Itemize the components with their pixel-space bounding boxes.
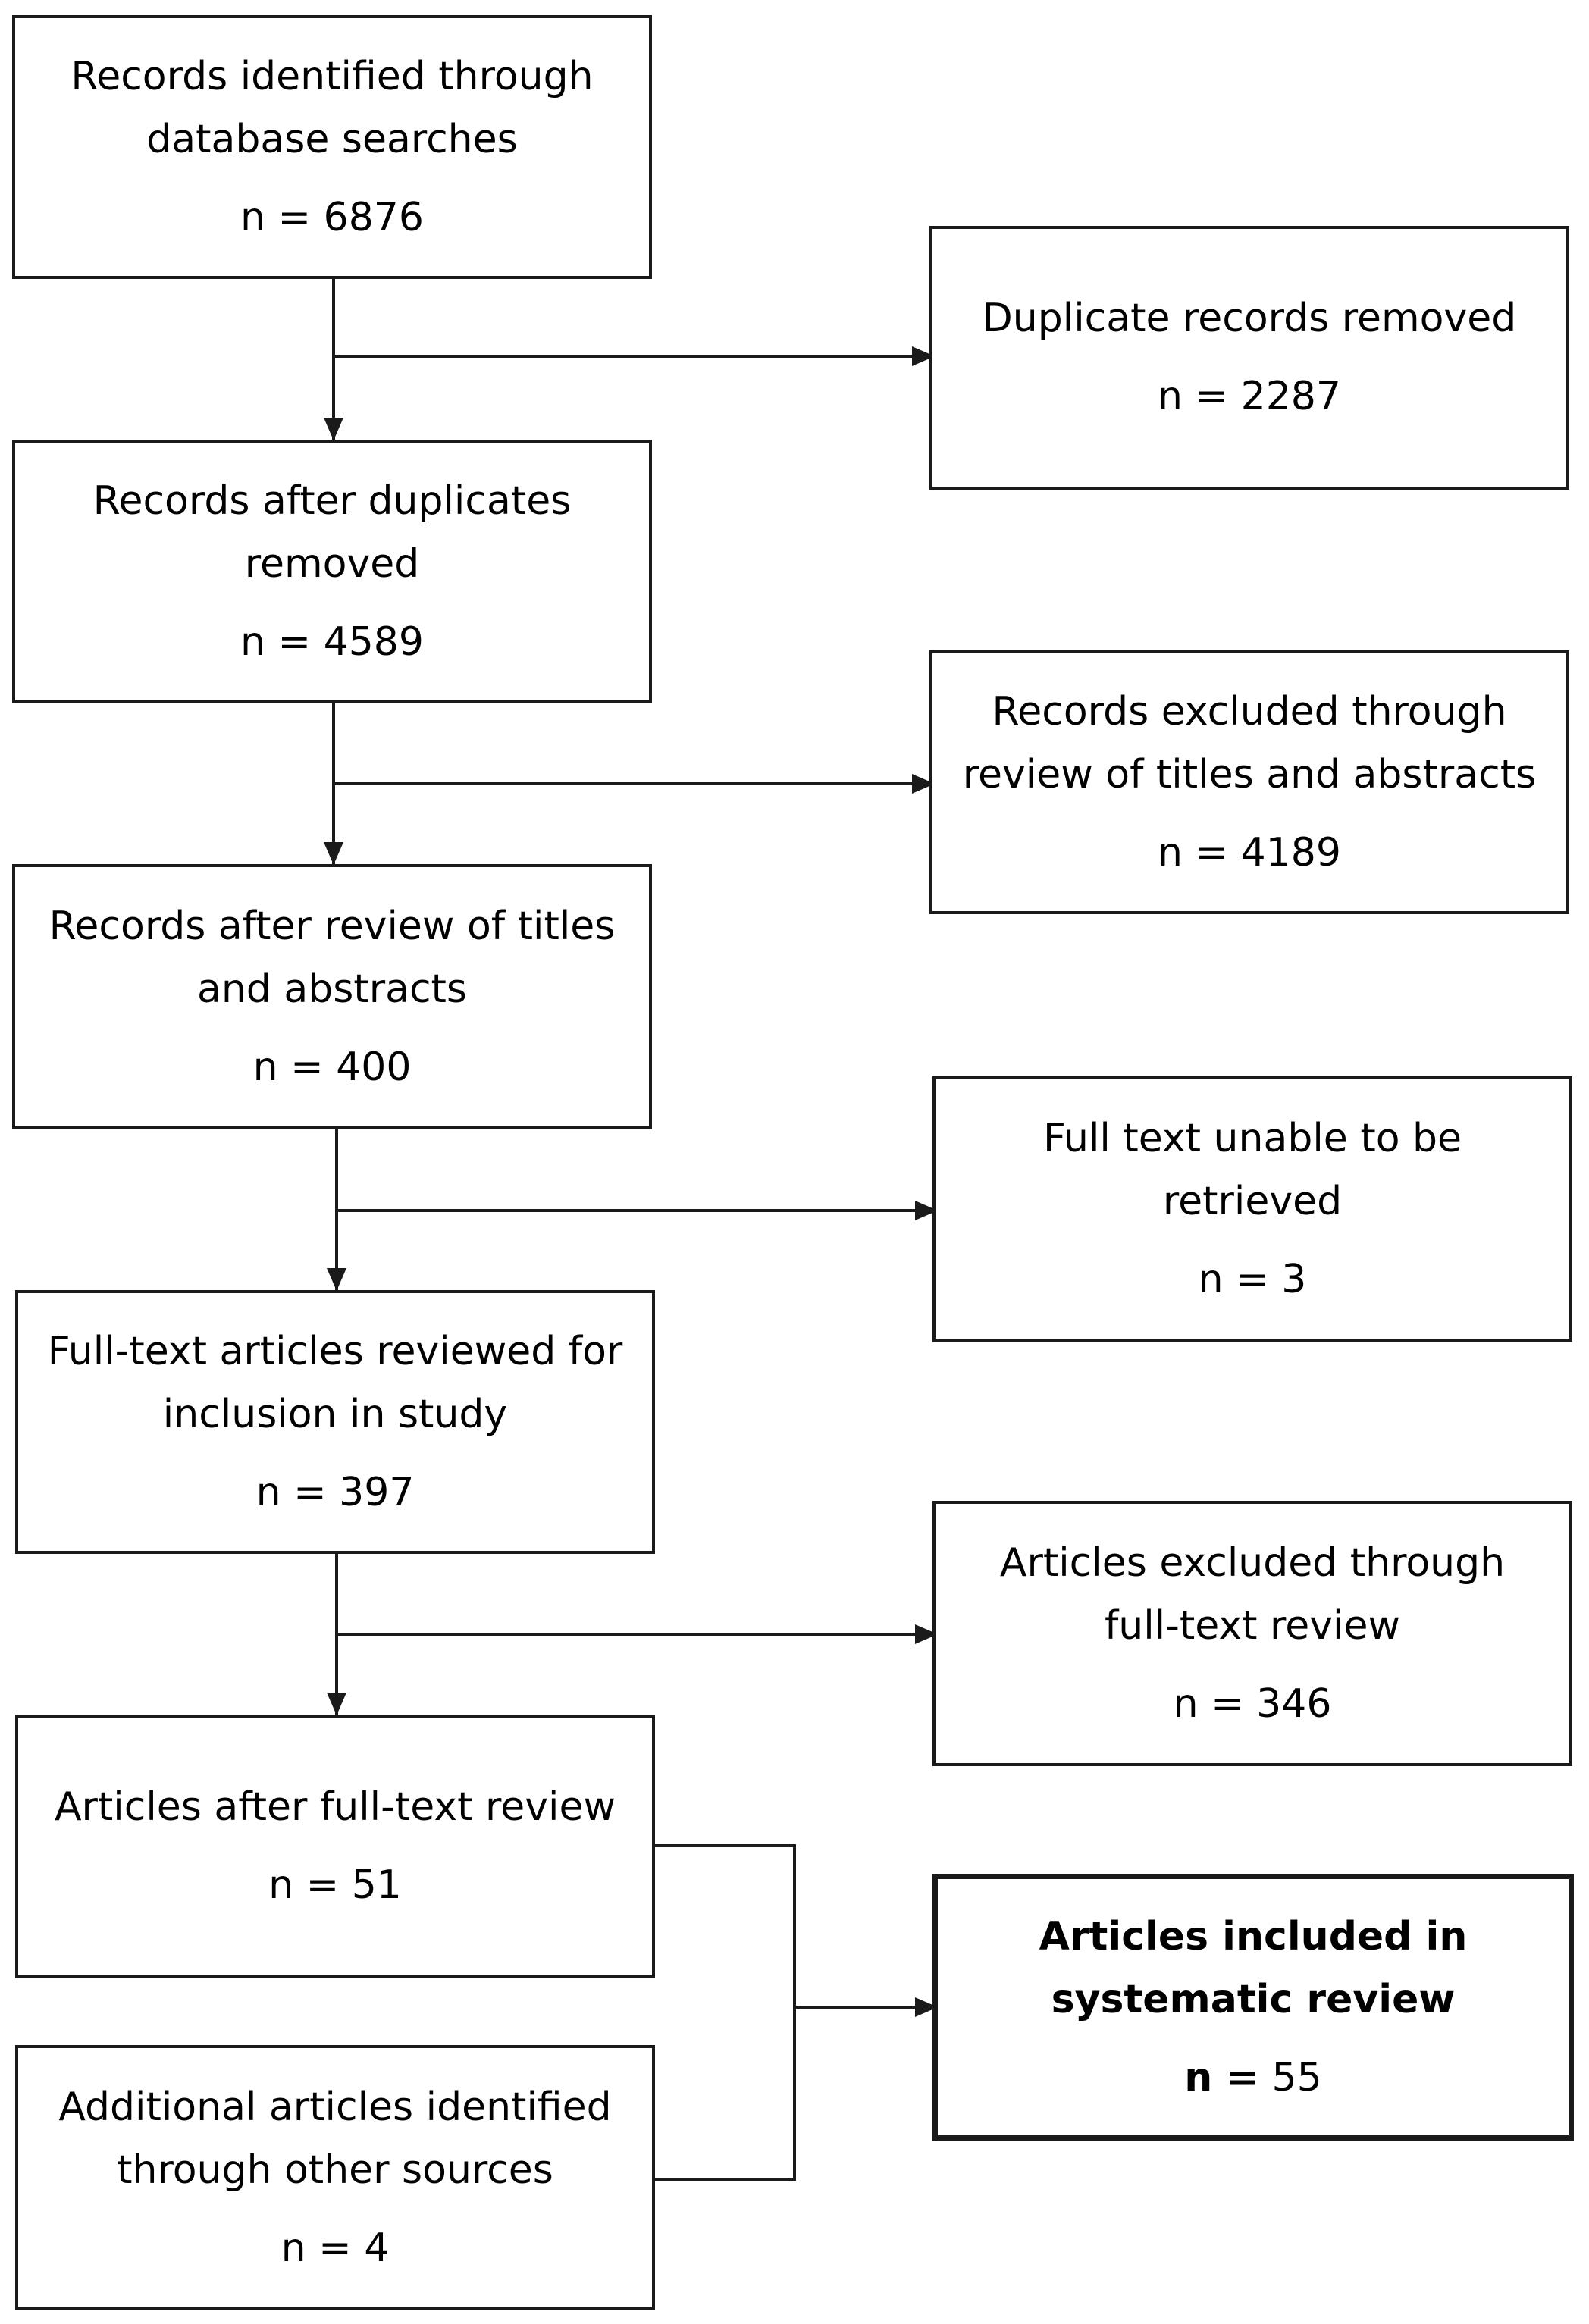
box-excluded-titles-abstracts: Records excluded through review of title… bbox=[929, 650, 1569, 914]
box-count: n = 400 bbox=[252, 1044, 412, 1090]
box-count: n = 51 bbox=[268, 1862, 402, 1908]
box-label: Records after review of titles and abstr… bbox=[49, 903, 616, 1012]
box-full-text-unretrieved: Full text unable to be retrieved n = 3 bbox=[932, 1076, 1572, 1342]
box-count: n = 2287 bbox=[1158, 374, 1341, 419]
box-records-after-review: Records after review of titles and abstr… bbox=[12, 864, 652, 1129]
box-label: Articles included in systematic review bbox=[1039, 1913, 1468, 2022]
box-count: n = 3 bbox=[1198, 1256, 1307, 1302]
count-prefix: n = bbox=[1184, 2054, 1259, 2100]
box-excluded-full-text: Articles excluded through full-text revi… bbox=[932, 1501, 1572, 1766]
box-articles-after-full-text: Articles after full-text review n = 51 bbox=[15, 1715, 655, 1978]
box-count: n = 55 bbox=[1184, 2047, 1321, 2109]
box-label: Records excluded through review of title… bbox=[962, 688, 1537, 797]
box-count: n = 397 bbox=[255, 1469, 415, 1515]
box-label: Articles after full-text review bbox=[54, 1784, 616, 1830]
box-count: n = 6876 bbox=[240, 194, 424, 240]
box-count: n = 4189 bbox=[1158, 829, 1341, 875]
box-full-text-reviewed: Full-text articles reviewed for inclusio… bbox=[15, 1290, 655, 1554]
box-count: n = 346 bbox=[1173, 1680, 1332, 1727]
box-additional-articles: Additional articles identified through o… bbox=[15, 2045, 655, 2310]
box-label: Full-text articles reviewed for inclusio… bbox=[47, 1328, 623, 1437]
box-label: Records after duplicates removed bbox=[92, 478, 572, 587]
box-label: Duplicate records removed bbox=[982, 296, 1517, 341]
box-duplicates-removed: Duplicate records removed n = 2287 bbox=[929, 226, 1569, 490]
box-records-identified: Records identified through database sear… bbox=[12, 15, 652, 279]
merge-bracket bbox=[653, 1844, 796, 2181]
box-label: Additional articles identified through o… bbox=[58, 2084, 612, 2193]
box-label: Records identified through database sear… bbox=[71, 53, 594, 162]
box-count: n = 4 bbox=[281, 2225, 390, 2271]
count-value: 55 bbox=[1259, 2054, 1322, 2100]
box-label: Full text unable to be retrieved bbox=[1042, 1115, 1462, 1224]
box-count: n = 4589 bbox=[240, 619, 424, 665]
box-articles-included: Articles included in systematic review n… bbox=[932, 1874, 1574, 2141]
box-label: Articles excluded through full-text revi… bbox=[999, 1539, 1506, 1649]
box-records-after-duplicates: Records after duplicates removed n = 458… bbox=[12, 440, 652, 703]
